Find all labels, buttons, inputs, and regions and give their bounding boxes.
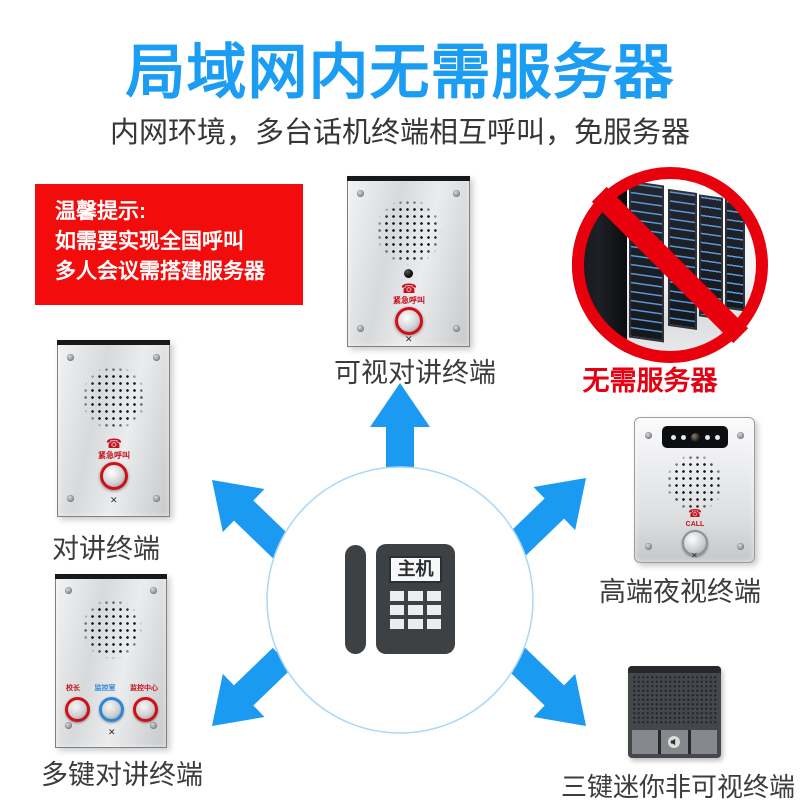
key-label-3: 监控中心 <box>130 685 158 692</box>
call-key-button <box>65 697 90 722</box>
device-night-vision: ☎ CALL ✕ <box>634 417 755 563</box>
screw-icon <box>737 543 744 550</box>
page-title: 局域网内无需服务器 <box>125 39 675 106</box>
screw-icon <box>67 495 74 502</box>
label-mini: 三键迷你非可视终端 <box>560 772 796 800</box>
screw-icon <box>150 587 157 594</box>
screw-icon <box>645 543 652 550</box>
tip-line-1: 温馨提示: <box>55 200 146 223</box>
no-symbol-ring-icon <box>572 167 768 363</box>
host-phone-icon: 主机 <box>376 544 455 654</box>
call-key-button <box>133 697 158 722</box>
speaker-grille-icon <box>82 599 142 659</box>
mic-holes-icon: ✕ <box>108 727 116 737</box>
screw-icon <box>453 190 460 197</box>
screw-icon <box>645 432 652 439</box>
camera-icon <box>404 269 413 278</box>
red-handset-icon: ☎ <box>105 436 123 451</box>
mic-holes-icon: ✕ <box>691 551 698 560</box>
mic-holes-icon: ✕ <box>110 495 118 505</box>
screw-icon <box>67 354 74 361</box>
device-mini <box>628 666 721 758</box>
device-multi-key: 校长 监控室 监控中心 ✕ <box>55 574 167 748</box>
speaker-button-icon <box>668 736 681 748</box>
label-night-vision: 高端夜视终端 <box>599 577 761 607</box>
call-key-button <box>99 697 124 722</box>
tip-line-2: 如需要实现全国呼叫 <box>55 230 244 253</box>
speaker-grille-icon <box>666 454 724 512</box>
arrow-upleft-icon <box>212 480 293 559</box>
mini-key-button <box>690 730 717 754</box>
phone-handset-bar-icon <box>345 545 366 654</box>
speaker-grille-icon <box>376 199 442 265</box>
screw-icon <box>453 325 460 332</box>
label-no-server: 无需服务器 <box>582 366 718 396</box>
camera-bar-icon <box>662 426 728 448</box>
red-handset-icon: ☎ <box>688 508 702 520</box>
arrow-upright-icon <box>505 478 586 557</box>
mic-holes-icon: ✕ <box>405 334 413 344</box>
emergency-call-button <box>100 462 128 490</box>
screw-icon <box>65 587 72 594</box>
keypad-icon <box>390 591 441 629</box>
label-intercom: 对讲终端 <box>52 534 160 564</box>
screw-icon <box>357 325 364 332</box>
key-label-1: 校长 <box>66 685 80 692</box>
screw-icon <box>153 354 160 361</box>
arrow-downright-icon <box>505 647 586 726</box>
speaker-grille-icon <box>632 675 717 726</box>
call-text: CALL <box>685 521 705 528</box>
no-server-graphic <box>572 167 768 363</box>
mini-key-button <box>632 730 659 754</box>
emergency-call-text: 紧急呼叫 <box>98 451 130 460</box>
red-handset-icon: ☎ <box>400 281 418 296</box>
ir-led-icon <box>670 434 676 440</box>
arrow-up-icon <box>370 383 430 481</box>
ir-led-icon <box>680 434 686 440</box>
screw-icon <box>153 495 160 502</box>
key-label-2: 监控室 <box>94 685 116 692</box>
tip-line-3: 多人会议需搭建服务器 <box>55 260 265 283</box>
screw-icon <box>357 190 364 197</box>
device-visual-intercom: ☎ 紧急呼叫 ✕ <box>347 176 470 347</box>
arrow-downleft-icon <box>212 647 293 726</box>
call-button <box>682 530 708 556</box>
ir-led-icon <box>714 434 720 440</box>
emergency-call-button <box>395 307 423 335</box>
page-subtitle: 内网环境，多台话机终端相互呼叫，免服务器 <box>109 117 690 149</box>
mini-key-button <box>661 730 688 754</box>
ir-led-icon <box>704 434 710 440</box>
label-multi-key: 多键对讲终端 <box>41 760 203 790</box>
host-screen: 主机 <box>389 556 442 583</box>
label-visual-intercom: 可视对讲终端 <box>334 358 496 388</box>
emergency-call-text: 紧急呼叫 <box>393 296 425 305</box>
screw-icon <box>65 722 72 729</box>
mini-top-strip <box>628 666 721 673</box>
speaker-grille-icon <box>82 366 146 430</box>
camera-lens-icon <box>690 432 700 442</box>
warm-tip-box: 温馨提示: 如需要实现全国呼叫 多人会议需搭建服务器 <box>35 184 303 305</box>
screw-icon <box>737 432 744 439</box>
screw-icon <box>150 722 157 729</box>
device-intercom: ☎ 紧急呼叫 ✕ <box>57 340 170 517</box>
